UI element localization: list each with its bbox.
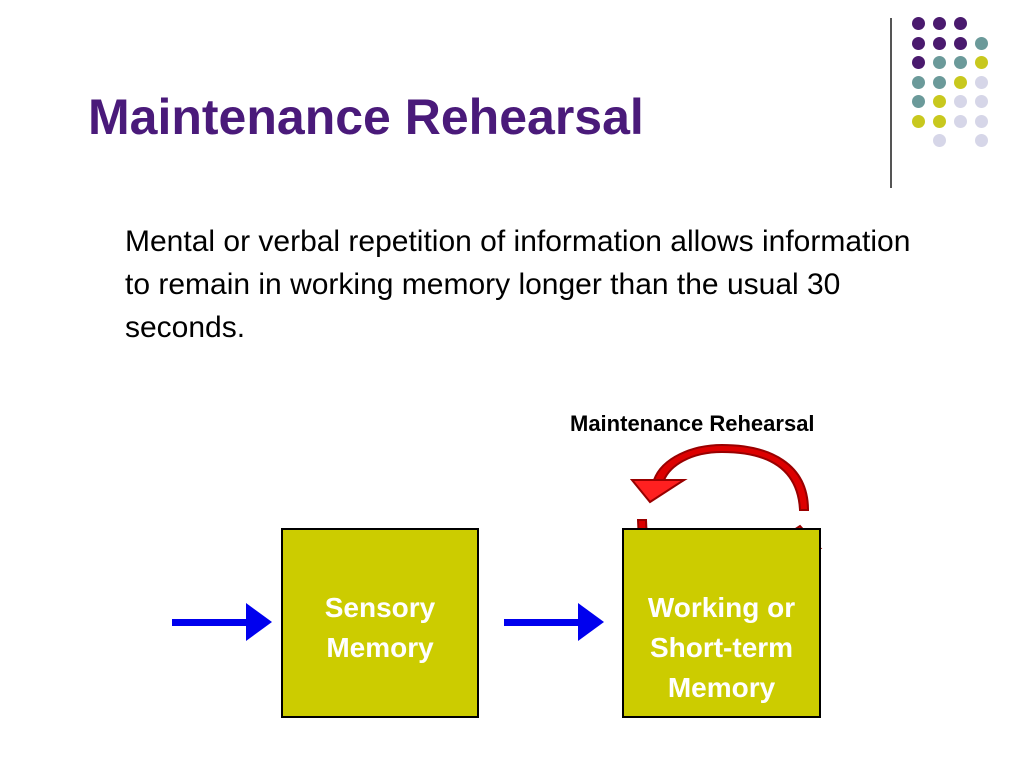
decorative-dot: [975, 56, 988, 69]
decorative-dot: [975, 134, 988, 147]
input-arrow: [172, 603, 272, 641]
working-memory-label-line-1: Working or: [647, 592, 796, 623]
rehearsal-arrow-top: [631, 443, 810, 511]
slide-title: Maintenance Rehearsal: [88, 89, 644, 145]
decorative-dot: [933, 75, 946, 89]
maintenance-rehearsal-label: Maintenance Rehearsal: [570, 411, 815, 436]
decorative-divider-line: [890, 18, 892, 188]
decorative-dot: [933, 95, 946, 108]
decorative-dot: [912, 75, 925, 89]
working-memory-box: Working or Short-term Memory: [622, 528, 821, 718]
slide-body-text: Mental or verbal repetition of informati…: [125, 225, 911, 344]
decorative-dot: [975, 75, 988, 89]
decorative-dot: [975, 36, 988, 50]
decorative-dot: [933, 17, 946, 30]
sensory-to-working-arrow: [504, 603, 604, 641]
working-memory-label-line-3: Memory: [667, 672, 776, 703]
working-memory-label-line-2: Short-term: [649, 632, 794, 663]
sensory-memory-label-line-2: Memory: [326, 632, 434, 663]
decorative-dot: [933, 36, 946, 50]
decorative-dot: [912, 95, 925, 108]
decorative-dot: [912, 17, 925, 30]
sensory-memory-label-line-1: Sensory: [324, 592, 436, 623]
decorative-dot: [933, 134, 946, 147]
decorative-dot: [954, 95, 967, 108]
decorative-dot: [954, 36, 967, 50]
decorative-dot: [975, 114, 988, 128]
decorative-dot: [954, 75, 967, 89]
sensory-memory-box: Sensory Memory: [281, 528, 479, 718]
decorative-dot: [933, 114, 946, 128]
decorative-dot: [912, 56, 925, 69]
decorative-dot: [912, 36, 925, 50]
decorative-dot: [954, 114, 967, 128]
decorative-dot: [975, 95, 988, 108]
decorative-dot: [912, 114, 925, 128]
decorative-dot: [933, 56, 946, 69]
decorative-dot: [954, 17, 967, 30]
decorative-dot: [954, 56, 967, 69]
